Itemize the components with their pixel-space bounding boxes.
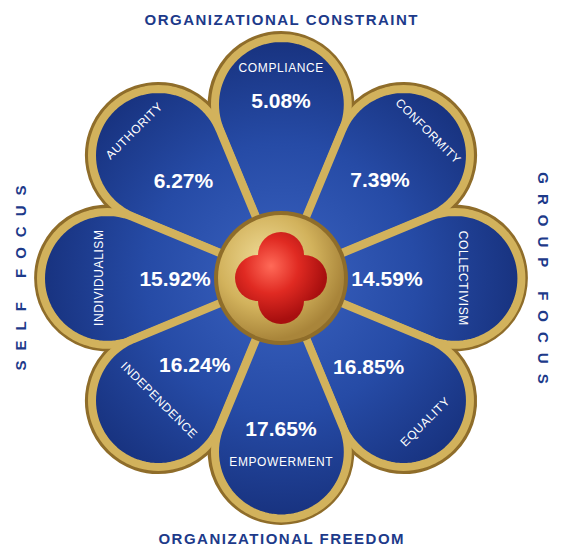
percentage-value: 16.24%	[159, 354, 230, 375]
red-quatrefoil	[235, 232, 327, 324]
percentage-value: 5.08%	[251, 90, 311, 111]
petal-label: INDIVIDUALISM	[93, 229, 105, 326]
quatrefoil-lobe	[258, 232, 304, 278]
percentage-value: 16.85%	[333, 355, 404, 376]
medallion-gold	[218, 215, 344, 341]
percentage-value: 7.39%	[350, 169, 410, 190]
petal-label: COLLECTIVISM	[457, 230, 469, 326]
center-medallion	[214, 211, 348, 345]
medallion-rim	[214, 211, 348, 345]
petal-label: EMPOWERMENT	[229, 456, 334, 468]
percentage-value: 17.65%	[245, 417, 316, 438]
axis-label: GROUP FOCUS	[536, 162, 551, 393]
axis-label: SELF FOCUS	[13, 175, 28, 380]
petal-label: COMPLIANCE	[238, 62, 324, 74]
axis-label: ORGANIZATIONAL FREEDOM	[157, 531, 405, 546]
axis-label: ORGANIZATIONAL CONSTRAINT	[143, 12, 419, 27]
percentage-value: 14.59%	[351, 267, 422, 288]
gold-rim	[41, 38, 521, 518]
quatrefoil-core	[261, 258, 301, 298]
quatrefoil-lobe	[258, 278, 304, 324]
petal-outline	[215, 332, 348, 518]
percentage-value: 15.92%	[139, 267, 210, 288]
quatrefoil-lobe	[281, 255, 327, 301]
quatrefoil-lobe	[235, 255, 281, 301]
percentage-value: 6.27%	[154, 170, 214, 191]
